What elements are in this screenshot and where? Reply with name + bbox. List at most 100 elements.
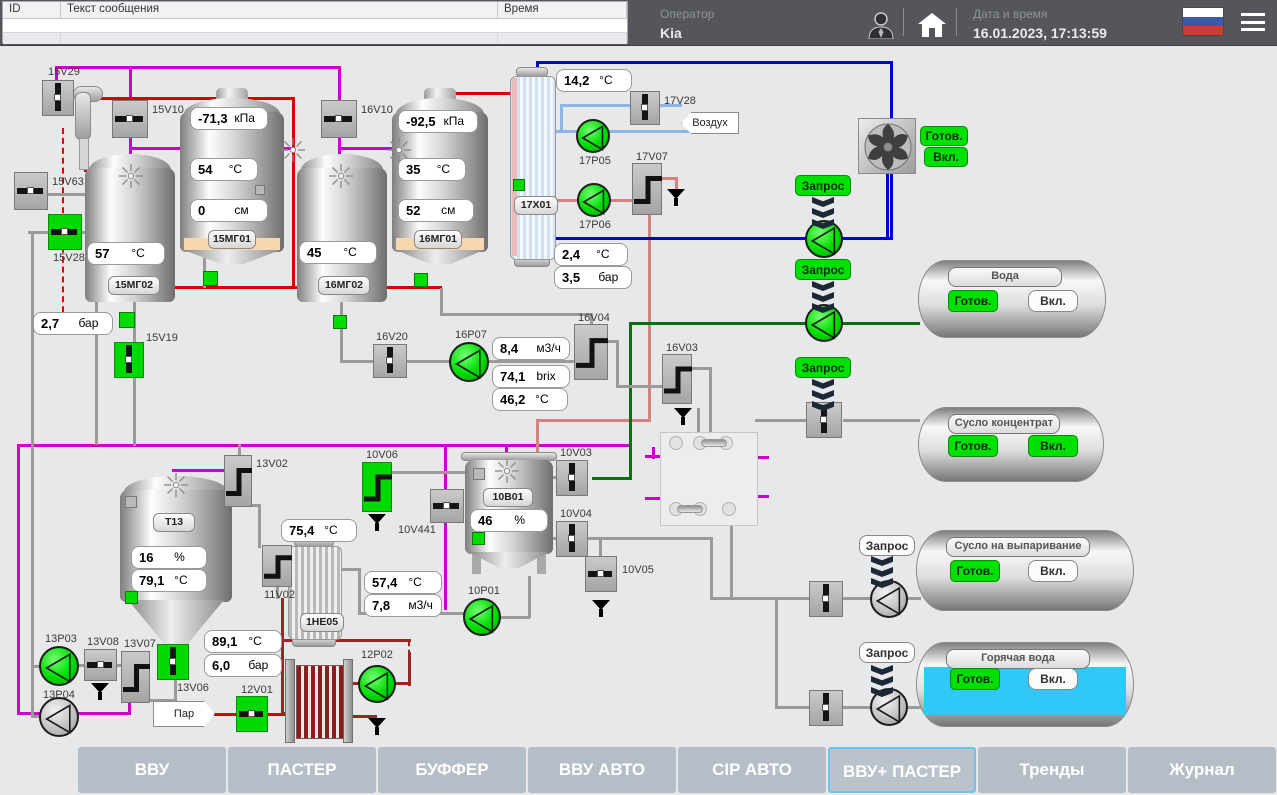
valve-dot — [54, 94, 61, 101]
flow-panel-port[interactable] — [669, 436, 683, 450]
valve-11v02[interactable] — [262, 545, 292, 587]
pump-12p02[interactable] — [358, 665, 396, 703]
home-icon[interactable] — [917, 12, 947, 38]
equipment-tag: 1HE05 — [300, 613, 344, 632]
nav-button-3[interactable]: БУФФЕР — [378, 747, 526, 793]
nav-button-6[interactable]: ВВУ+ ПАСТЕР — [828, 747, 976, 793]
display-unit: °C — [228, 162, 243, 176]
request-button[interactable]: Запрос — [859, 535, 915, 556]
pump-impeller-glyph — [582, 189, 605, 215]
valve-10v441[interactable] — [430, 489, 464, 523]
pump-13p04[interactable] — [39, 697, 79, 737]
tank-status-button[interactable]: Вкл. — [1028, 668, 1078, 690]
request-button[interactable]: Запрос — [795, 175, 851, 196]
fan-status-button[interactable]: Готов. — [920, 126, 968, 146]
pipe-lb — [545, 130, 701, 133]
operator-label: Оператор — [660, 7, 715, 21]
drain-stem — [375, 727, 379, 735]
drain-icon — [368, 514, 386, 531]
chevron-down-icon — [812, 303, 834, 313]
pump-13p03[interactable] — [39, 646, 79, 686]
valve-10v05[interactable] — [585, 556, 617, 592]
valve-15v29[interactable] — [42, 80, 74, 116]
valve-label: 15V10 — [152, 104, 184, 116]
valve-13v08[interactable] — [84, 649, 117, 681]
tank-status-button[interactable]: Вкл. — [1028, 560, 1078, 582]
pump-17p06[interactable] — [577, 183, 611, 217]
nav-button-2[interactable]: ПАСТЕР — [228, 747, 376, 793]
valve-16v04[interactable] — [574, 324, 608, 380]
pump-17p05[interactable] — [576, 119, 610, 153]
valve-label: 15V28 — [53, 252, 85, 264]
menu-icon[interactable] — [1241, 13, 1265, 31]
pipe-g — [339, 568, 361, 571]
pipe-g — [31, 231, 34, 715]
valve-10v06[interactable] — [362, 462, 392, 512]
request-button[interactable]: Запрос — [859, 642, 915, 663]
pump-impeller-glyph — [581, 125, 604, 151]
pipe-gr — [592, 477, 632, 480]
drain-stem — [98, 692, 102, 700]
equipment-tag: 10B01 — [483, 488, 533, 507]
request-button[interactable]: Запрос — [795, 259, 851, 280]
pump-16p07[interactable] — [449, 342, 489, 382]
nav-button-8[interactable]: Журнал — [1128, 747, 1276, 793]
user-icon[interactable] — [868, 11, 894, 39]
pipe-r — [267, 713, 291, 716]
display-unit: °C — [248, 634, 262, 648]
valve-15v10[interactable] — [112, 100, 148, 138]
tank-status-button[interactable]: Вкл. — [1028, 435, 1078, 457]
valve-16v10[interactable] — [321, 100, 357, 138]
valve-label: 16V20 — [376, 331, 408, 343]
valve-step-glyph — [664, 366, 692, 394]
valve-16v03[interactable] — [662, 354, 692, 404]
fan[interactable] — [858, 118, 916, 174]
valve-13v02[interactable] — [224, 455, 252, 507]
valve-unnamed[interactable] — [809, 581, 843, 617]
nav-button-1[interactable]: ВВУ — [78, 747, 226, 793]
valve-15v28[interactable] — [48, 214, 82, 250]
flow-panel-link — [677, 505, 703, 513]
tank-status-button[interactable]: Вкл. — [1028, 290, 1078, 312]
request-button[interactable]: Запрос — [795, 357, 851, 378]
valve-16v20[interactable] — [373, 344, 407, 378]
valve-step-glyph — [364, 474, 392, 502]
tank-status-button[interactable]: Готов. — [950, 560, 1000, 582]
valve-17v28[interactable] — [630, 91, 660, 125]
flow-panel-port[interactable] — [722, 502, 736, 516]
alarm-table[interactable]: ID Текст сообщения Время — [2, 1, 628, 44]
display-value: 8,4 — [500, 340, 519, 356]
pipe-g — [238, 444, 241, 458]
valve-15v63[interactable] — [14, 172, 48, 210]
pipe-r — [95, 97, 295, 100]
pipe-m — [754, 456, 769, 459]
valve-label: 10V05 — [622, 564, 654, 576]
fan-status-button[interactable]: Вкл. — [924, 147, 968, 167]
nav-button-5[interactable]: CIP АВТО — [678, 747, 826, 793]
valve-13v06[interactable] — [157, 644, 189, 680]
valve-12v01[interactable] — [236, 696, 268, 732]
pipe-dr — [347, 715, 377, 718]
pump-impeller-glyph — [45, 704, 71, 734]
display-unit: см — [234, 203, 249, 217]
tank-status-button[interactable]: Готов. — [948, 435, 998, 457]
nav-button-4[interactable]: ВВУ АВТО — [528, 747, 676, 793]
valve-10v03[interactable] — [556, 460, 588, 496]
flow-tag: Пар — [153, 701, 215, 727]
valve-15v19[interactable] — [114, 342, 144, 378]
tank-status-button[interactable]: Готов. — [950, 668, 1000, 690]
valve-13v07[interactable] — [121, 651, 150, 703]
pipe-g — [247, 504, 261, 507]
pump-unnamed[interactable] — [805, 304, 843, 342]
pump-10p01[interactable] — [463, 598, 501, 636]
status-indicator — [125, 591, 138, 604]
valve-10v04[interactable] — [556, 521, 588, 557]
valve-unnamed[interactable] — [809, 690, 843, 726]
tank-status-button[interactable]: Готов. — [948, 290, 998, 312]
pump-unnamed[interactable] — [870, 580, 908, 618]
valve-17v07[interactable] — [632, 163, 662, 215]
nav-button-7[interactable]: Тренды — [978, 747, 1126, 793]
top-bar: ID Текст сообщения Время Оператор Kia Да… — [0, 0, 1277, 46]
